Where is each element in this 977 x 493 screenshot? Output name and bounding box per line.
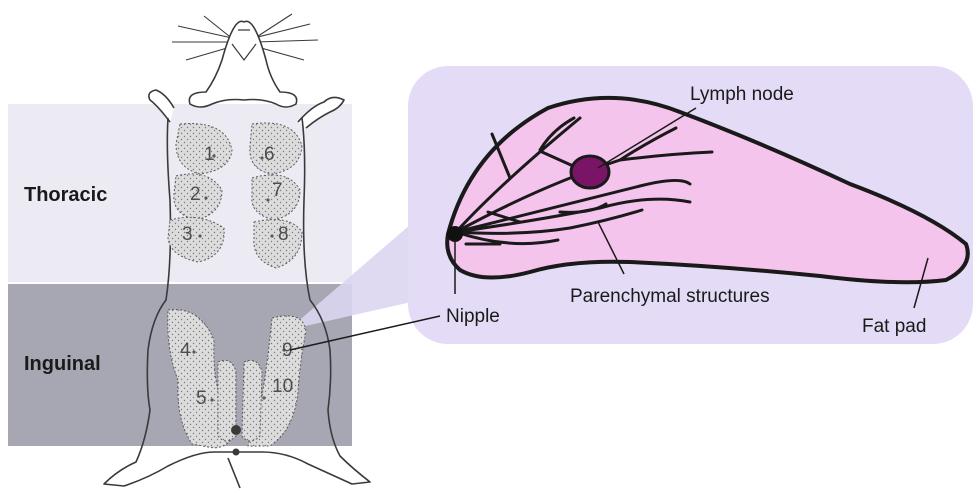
gland-number: 7	[272, 180, 283, 201]
gland-number: 5	[196, 388, 207, 409]
fat-pad-label: Fat pad	[862, 316, 926, 337]
gland-number: 3	[182, 224, 193, 245]
gland-number: 4	[180, 340, 191, 361]
gland-number: 2	[190, 184, 201, 205]
parenchymal-label: Parenchymal structures	[570, 286, 770, 307]
thoracic-label: Thoracic	[24, 184, 107, 206]
inguinal-label: Inguinal	[24, 353, 101, 375]
lymph-node-label: Lymph node	[690, 84, 794, 105]
nipple-dot	[447, 226, 463, 242]
gland-number: 8	[278, 224, 289, 245]
mouse-nipple-dot	[233, 449, 240, 456]
gland-number: 10	[272, 376, 293, 397]
mouse-nipple-dot	[231, 425, 241, 435]
gland-number: 6	[264, 144, 275, 165]
gland-number: 1	[204, 144, 215, 165]
nipple-label: Nipple	[446, 306, 500, 327]
lymph-node	[571, 156, 609, 188]
